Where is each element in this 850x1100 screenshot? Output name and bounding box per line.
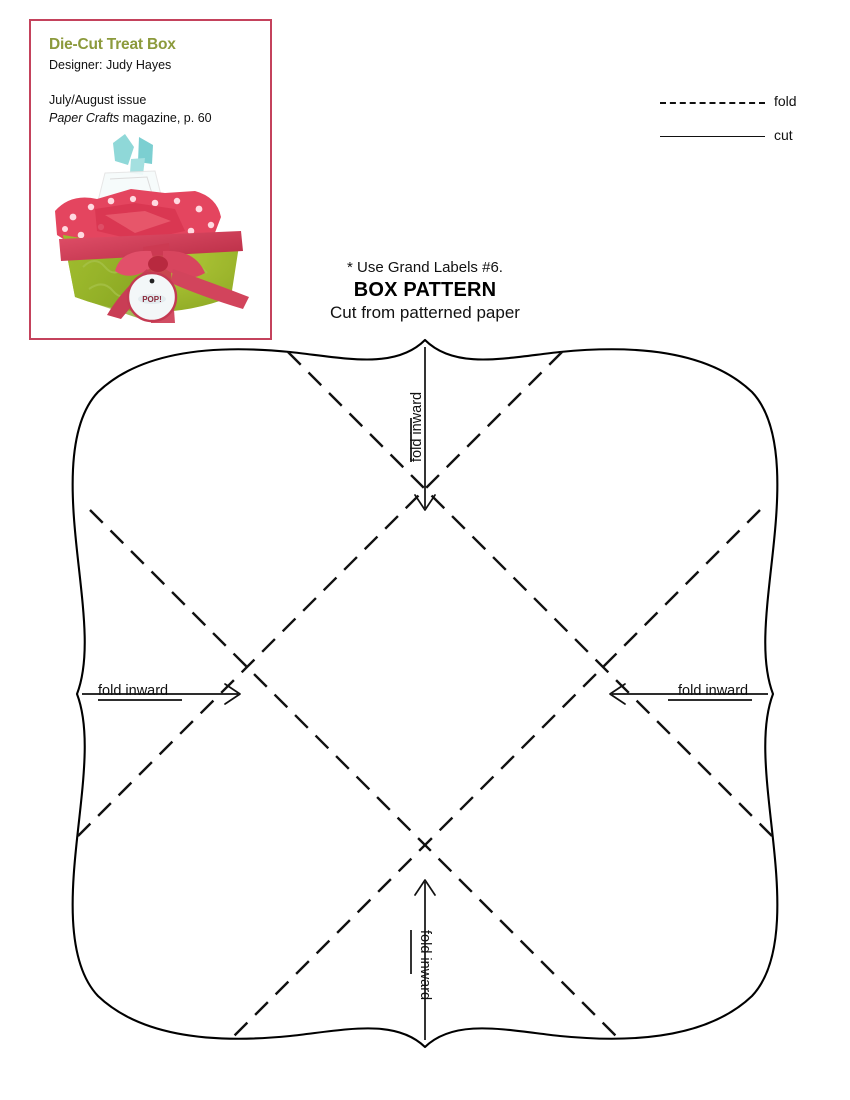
fold-inward-left-arrowhead [224, 683, 241, 705]
page-title: BOX PATTERN [353, 279, 497, 301]
heading-note: * Use Grand Labels #6. [347, 259, 503, 276]
project-photo: POP! [35, 131, 266, 336]
legend-item-cut: cut [660, 126, 820, 146]
fold-line-diagonal-4 [77, 351, 563, 837]
fold-inward-left-label: fold inward [98, 683, 168, 699]
legend-item-fold: fold [660, 92, 820, 112]
fold-inward-bottom: fold inward [410, 879, 436, 1040]
fold-inward-top: fold inward [409, 347, 436, 511]
project-photo-illustration: POP! [35, 131, 266, 336]
fold-inward-top-label: fold inward [409, 392, 425, 462]
heading-subtitle: Cut from patterned paper [330, 303, 520, 322]
legend: fold cut [660, 92, 820, 150]
legend-swatch-fold-dashed-line [660, 102, 765, 104]
hang-tag: POP! [126, 271, 178, 323]
fold-inward-right-arrowhead [609, 683, 626, 705]
info-card-issue: July/August issue [49, 93, 147, 107]
svg-text:POP!: POP! [142, 295, 162, 304]
fold-inward-top-arrowhead [414, 494, 436, 511]
magazine-name: Paper Crafts [49, 111, 120, 125]
legend-swatch-cut-solid-line [660, 136, 765, 137]
fold-inward-bottom-arrowhead [414, 879, 436, 896]
fold-inward-right: fold inward [609, 683, 768, 705]
fold-line-diagonal-3 [229, 509, 761, 1041]
info-card-designer: Designer: Judy Hayes [49, 58, 172, 72]
magazine-page: magazine, p. 60 [119, 111, 212, 125]
fold-line-diagonal-1 [89, 509, 621, 1041]
fold-inward-right-label: fold inward [678, 683, 748, 699]
heading-block: * Use Grand Labels #6. BOX PATTERN Cut f… [0, 258, 850, 324]
cut-outline-path [71, 338, 779, 1049]
info-card-source: Paper Crafts magazine, p. 60 [49, 111, 212, 125]
info-card-title: Die-Cut Treat Box [49, 36, 176, 53]
legend-label-fold: fold [774, 93, 797, 109]
candy-shapes [113, 134, 153, 175]
fold-inward-left: fold inward [82, 683, 241, 705]
fold-line-diagonal-2 [287, 351, 773, 837]
legend-label-cut: cut [774, 127, 793, 143]
fold-inward-bottom-label: fold inward [417, 930, 433, 1000]
info-card: Die-Cut Treat Box Designer: Judy Hayes J… [29, 19, 272, 340]
